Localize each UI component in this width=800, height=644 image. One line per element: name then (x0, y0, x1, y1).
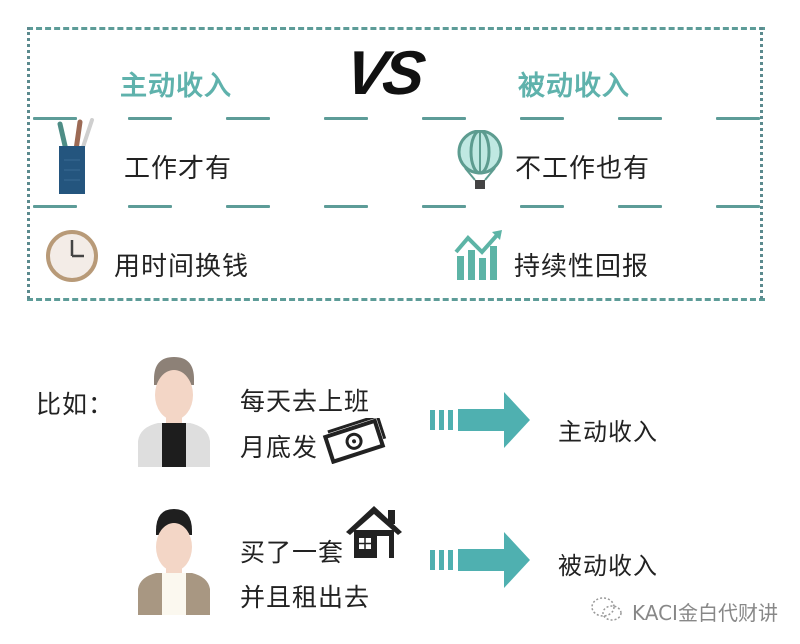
arrow-right-icon (428, 530, 532, 590)
feature-time-for-money: 用时间换钱 (114, 252, 250, 282)
feature-continuous-return: 持续性回报 (514, 252, 650, 282)
frame-right-border (760, 27, 763, 299)
arrow-right-icon (428, 390, 532, 450)
frame-top-border (27, 27, 765, 30)
example2-result: 被动收入 (558, 552, 658, 580)
man-tan-vest-avatar (136, 505, 212, 615)
example2-line1: 买了一套 (240, 538, 345, 567)
frame-bottom-border (27, 298, 765, 301)
passive-income-heading: 被动收入 (518, 71, 630, 102)
example1-result: 主动收入 (558, 418, 658, 446)
active-income-heading: 主动收入 (120, 71, 232, 102)
money-bill-icon (322, 413, 388, 465)
examples-label: 比如： (36, 390, 115, 419)
wechat-icon (590, 596, 624, 622)
example1-line2: 月底发 (240, 433, 319, 462)
example1-line1: 每天去上班 (240, 387, 371, 416)
feature-work-required: 工作才有 (124, 154, 233, 184)
feature-earn-without-work: 不工作也有 (515, 154, 651, 184)
frame-left-border (27, 27, 30, 299)
pencil-cup-icon (52, 118, 98, 196)
example2-line2: 并且租出去 (240, 583, 371, 612)
growth-chart-icon (454, 228, 504, 282)
vs-label: VS (341, 39, 426, 108)
man-white-jacket-avatar (136, 355, 212, 467)
hot-air-balloon-icon (455, 129, 505, 194)
clock-icon (44, 228, 100, 284)
watermark-text: KACI金白代财讲 (632, 601, 778, 625)
house-icon (342, 500, 406, 560)
